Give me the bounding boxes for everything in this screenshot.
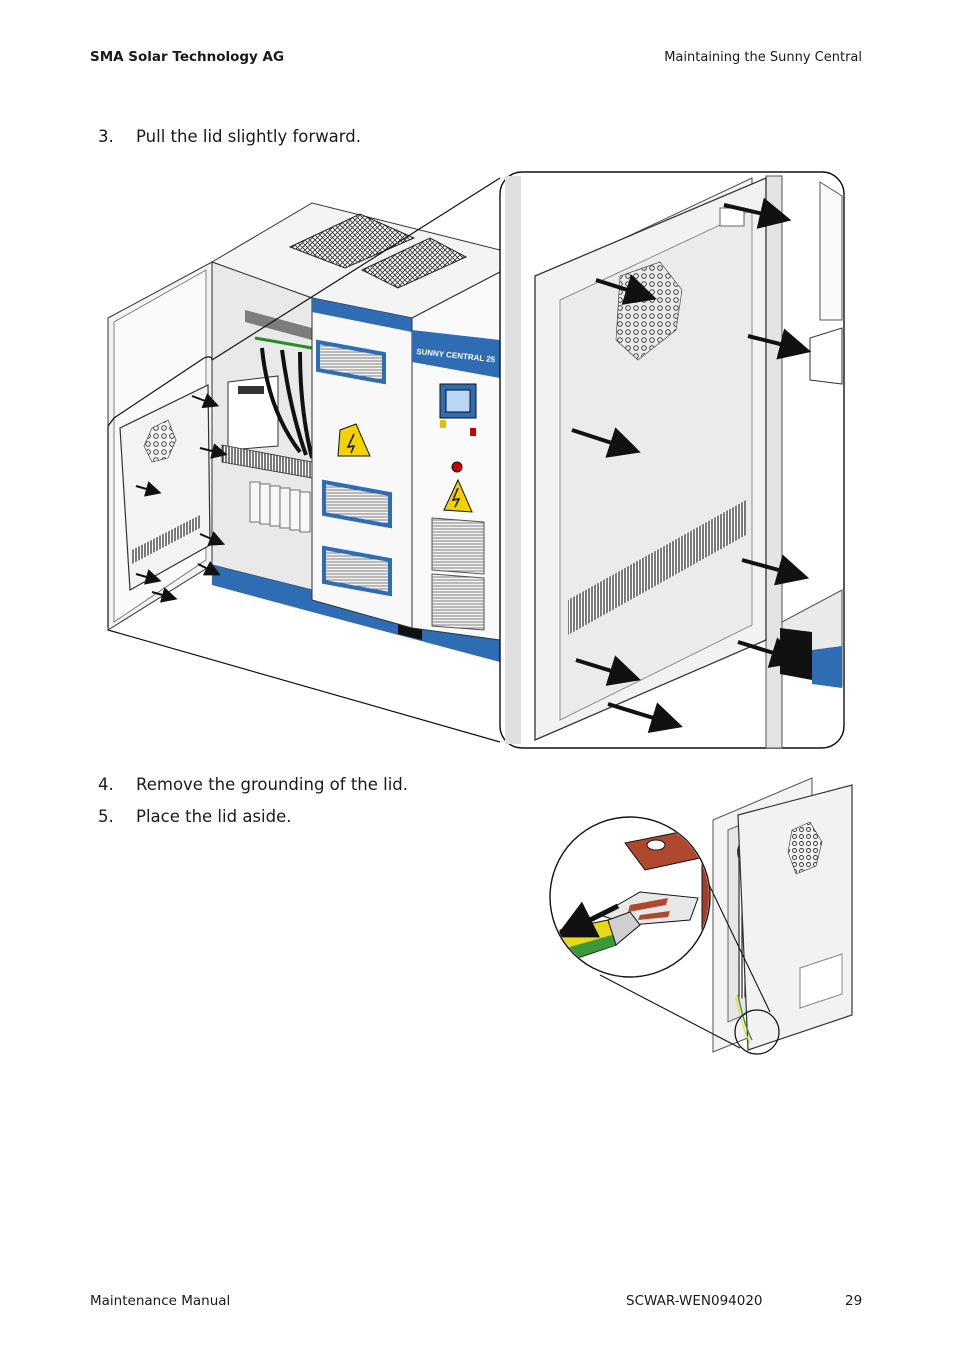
zoom-lines xyxy=(107,177,501,743)
step-text: Pull the lid slightly forward. xyxy=(136,127,362,146)
footer-doc-code: SCWAR-WEN094020 xyxy=(626,1293,763,1309)
footer-manual: Maintenance Manual xyxy=(90,1293,231,1309)
step-4: 4. Remove the grounding of the lid. xyxy=(98,775,408,794)
grounding-detail xyxy=(549,816,711,978)
lid-opened xyxy=(735,784,853,1051)
lid-detail xyxy=(499,171,845,749)
cabinet-side xyxy=(712,777,813,1053)
header-section: Maintaining the Sunny Central xyxy=(664,50,862,65)
lid-small xyxy=(119,384,228,603)
figure-pull-lid: SUNNY CENTRAL 25 xyxy=(107,171,845,749)
header-company: SMA Solar Technology AG xyxy=(90,49,285,65)
step-5: 5. Place the lid aside. xyxy=(98,807,292,826)
cabinet: SUNNY CENTRAL 25 xyxy=(210,202,501,662)
footer-page-number: 29 xyxy=(845,1293,863,1309)
step-text: Place the lid aside. xyxy=(136,807,292,826)
step-number: 3. xyxy=(98,127,114,146)
step-number: 5. xyxy=(98,807,114,826)
step-number: 4. xyxy=(98,775,114,794)
step-text: Remove the grounding of the lid. xyxy=(136,775,409,794)
step-3: 3. Pull the lid slightly forward. xyxy=(98,127,361,146)
